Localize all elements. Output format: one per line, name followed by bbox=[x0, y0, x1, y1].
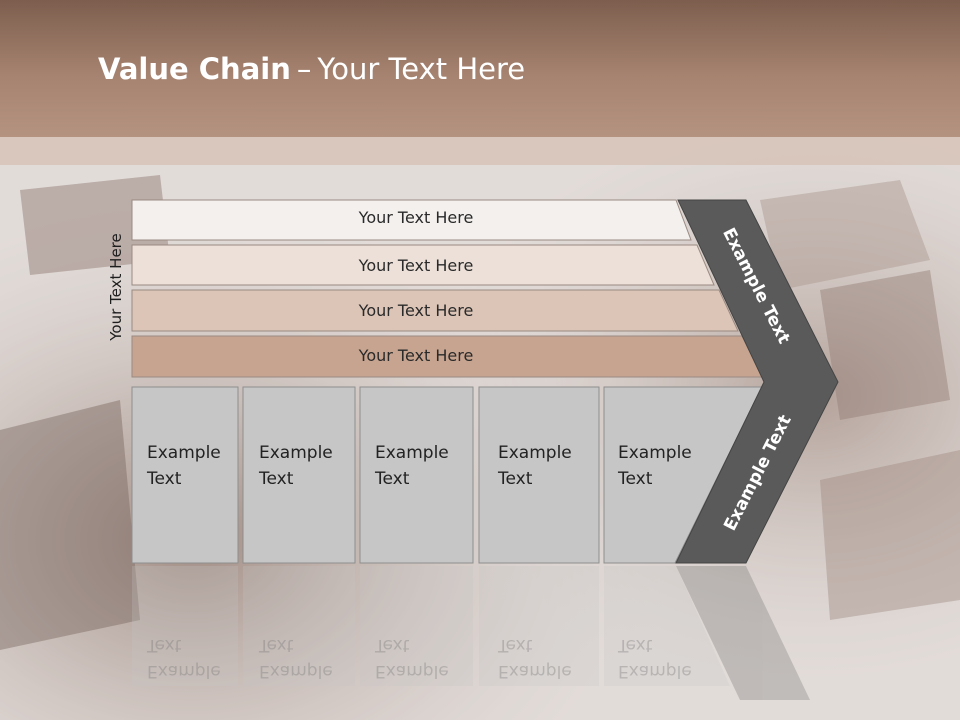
column-label-4-line2: Text bbox=[498, 469, 533, 489]
reflection-label-2-line2: Text bbox=[259, 635, 294, 655]
column-box-2 bbox=[242, 386, 356, 564]
reflection-label-4-line1: Example bbox=[498, 661, 572, 681]
column-label-2-line1: Example bbox=[259, 443, 333, 463]
slide-title: Value Chain–Your Text Here bbox=[98, 52, 525, 86]
title-separator: – bbox=[296, 52, 312, 86]
column-label-3: Example Text bbox=[375, 440, 449, 492]
reflection-label-3-line1: Example bbox=[375, 661, 449, 681]
column-box-3 bbox=[359, 386, 474, 564]
title-rest: Your Text Here bbox=[317, 52, 526, 86]
column-box-4 bbox=[478, 386, 600, 564]
row-bar-1 bbox=[131, 199, 692, 241]
column-label-1-line1: Example bbox=[147, 443, 221, 463]
header-strip bbox=[0, 137, 960, 165]
column-box-1 bbox=[131, 386, 239, 564]
reflection-label-1: Example Text bbox=[147, 632, 221, 684]
column-label-3-line1: Example bbox=[375, 443, 449, 463]
reflection bbox=[132, 566, 810, 700]
reflection-label-4: Example Text bbox=[498, 632, 572, 684]
column-label-2-line2: Text bbox=[259, 469, 294, 489]
column-label-4-line1: Example bbox=[498, 443, 572, 463]
column-label-1-line2: Text bbox=[147, 469, 182, 489]
reflection-label-4-line2: Text bbox=[498, 635, 533, 655]
column-label-5-line2: Text bbox=[618, 469, 653, 489]
reflection-label-2: Example Text bbox=[259, 632, 333, 684]
column-label-1: Example Text bbox=[147, 440, 221, 492]
chevron-shape bbox=[675, 199, 839, 564]
row-label-1: Your Text Here bbox=[358, 208, 474, 227]
row-label-4: Your Text Here bbox=[358, 346, 474, 365]
row-bar-2 bbox=[131, 244, 715, 286]
row-bar-3 bbox=[131, 289, 739, 332]
reflection-label-5: Example Text bbox=[618, 632, 692, 684]
column-label-2: Example Text bbox=[259, 440, 333, 492]
header-bar bbox=[0, 0, 960, 137]
column-label-4: Example Text bbox=[498, 440, 572, 492]
reflection-label-3-line2: Text bbox=[375, 635, 410, 655]
reflection-label-1-line1: Example bbox=[147, 661, 221, 681]
reflection-label-2-line1: Example bbox=[259, 661, 333, 681]
reflection-label-5-line1: Example bbox=[618, 661, 692, 681]
title-bold: Value Chain bbox=[98, 52, 291, 86]
column-label-3-line2: Text bbox=[375, 469, 410, 489]
column-box-5 bbox=[603, 386, 763, 564]
reflection-label-3: Example Text bbox=[375, 632, 449, 684]
column-label-5-line1: Example bbox=[618, 443, 692, 463]
row-label-3: Your Text Here bbox=[358, 301, 474, 320]
row-label-2: Your Text Here bbox=[358, 256, 474, 275]
reflection-label-1-line2: Text bbox=[147, 635, 182, 655]
column-label-5: Example Text bbox=[618, 440, 692, 492]
side-label: Your Text Here bbox=[107, 233, 125, 341]
reflection-label-5-line2: Text bbox=[618, 635, 653, 655]
